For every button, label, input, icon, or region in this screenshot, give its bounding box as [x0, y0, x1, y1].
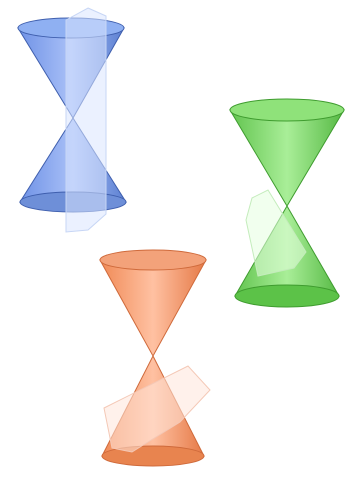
orange-double-cone [100, 250, 210, 466]
orange-cone-top-rim [100, 250, 206, 270]
green-cone-upper [230, 110, 344, 206]
green-double-cone [230, 99, 344, 307]
blue-cutting-plane [66, 8, 106, 232]
orange-cone-upper [100, 260, 206, 356]
green-cone-bottom-rim [235, 285, 339, 307]
blue-double-cone [18, 8, 126, 232]
green-cone-top-rim [230, 99, 344, 121]
